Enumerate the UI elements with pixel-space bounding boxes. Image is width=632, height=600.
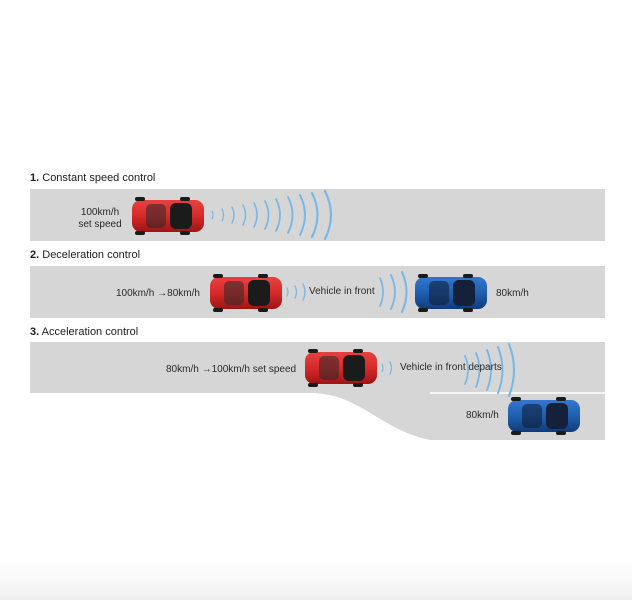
section-1-speed-label: 100km/h set speed <box>68 207 132 231</box>
section-1-title: 1. Constant speed control <box>30 172 155 184</box>
section-3-title: 3. Acceleration control <box>30 326 138 338</box>
section-3-title-text: Acceleration control <box>41 326 139 338</box>
red-car-2 <box>210 274 282 312</box>
section-2-front-speed-label: 80km/h <box>496 288 529 299</box>
road-2 <box>30 266 605 318</box>
road-3 <box>30 342 605 440</box>
bottom-fade <box>0 560 632 600</box>
radar-waves-1 <box>211 189 333 241</box>
red-car-1 <box>132 197 204 235</box>
section-3-front-speed-label: 80km/h <box>466 410 499 421</box>
section-1-title-text: Constant speed control <box>42 172 156 184</box>
section-2-number: 2. <box>30 249 40 261</box>
red-car-3 <box>305 349 377 387</box>
section-1-number: 1. <box>30 172 40 184</box>
section-3-vehicle-label: Vehicle in front departs <box>400 362 502 373</box>
blue-car-3 <box>508 397 580 435</box>
section-2-title-text: Deceleration control <box>42 249 141 261</box>
section-3-number: 3. <box>30 326 40 338</box>
speed-line-1: 100km/h <box>80 207 120 218</box>
section-3-speed-label: 80km/h →100km/h set speed <box>166 364 297 375</box>
radar-waves-2 <box>286 270 408 314</box>
section-2-title: 2. Deceleration control <box>30 249 140 261</box>
section-2-vehicle-label: Vehicle in front <box>309 286 375 297</box>
blue-car-2 <box>415 274 487 312</box>
section-2-speed-label: 100km/h →80km/h <box>116 288 200 299</box>
radar-waves-3 <box>381 342 516 398</box>
speed-line-2: set speed <box>78 219 122 230</box>
